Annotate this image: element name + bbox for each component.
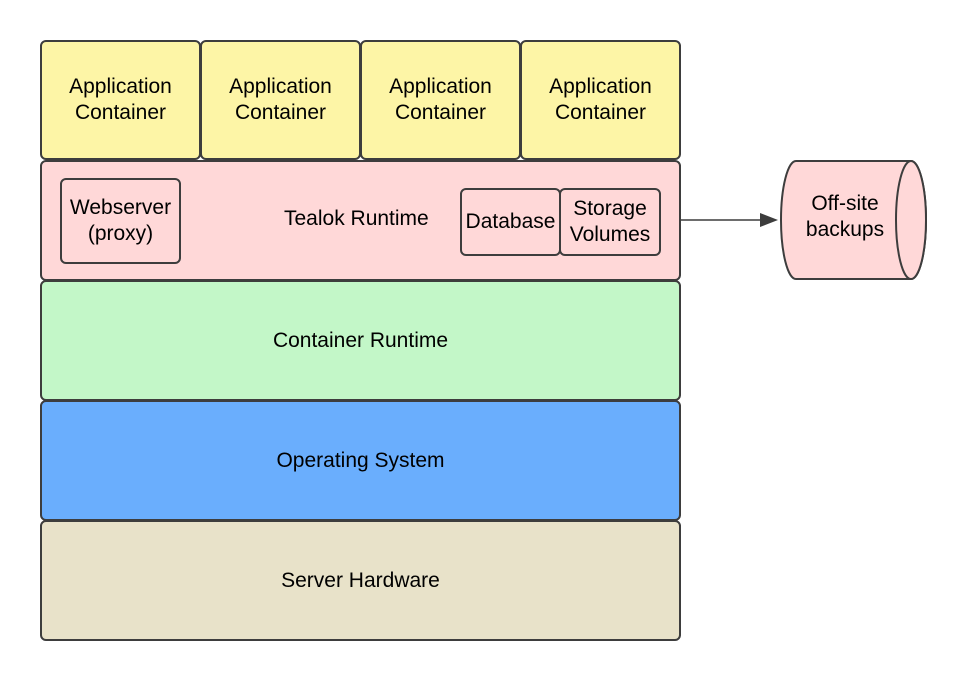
application-container-2: Application Container	[200, 40, 361, 160]
storage-volumes-box: Storage Volumes	[559, 188, 661, 256]
offsite-backups-label: Off-site backups	[805, 192, 885, 241]
backup-arrow	[681, 213, 778, 227]
application-container-3: Application Container	[360, 40, 521, 160]
container-runtime-layer: Container Runtime	[40, 280, 681, 401]
application-container-4: Application Container	[520, 40, 681, 160]
database-box: Database	[460, 188, 561, 256]
application-container-1: Application Container	[40, 40, 201, 160]
webserver-proxy-box: Webserver (proxy)	[60, 178, 181, 264]
tealok-runtime-label: Tealok Runtime	[284, 207, 429, 230]
server-hardware-layer: Server Hardware	[40, 520, 681, 641]
operating-system-layer: Operating System	[40, 400, 681, 521]
